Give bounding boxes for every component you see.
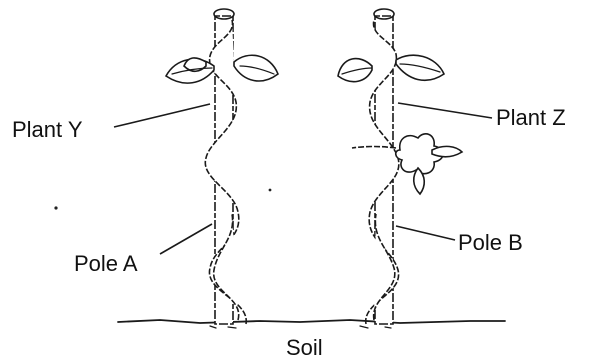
plant-y <box>166 20 278 324</box>
pole-b-label: Pole B <box>458 230 523 255</box>
plant-z <box>338 20 462 324</box>
plant-z-label: Plant Z <box>496 105 566 130</box>
soil-line <box>118 320 505 323</box>
plant-z-leaf-right <box>396 55 444 80</box>
pole-b-leader <box>396 226 455 240</box>
soil-texture <box>210 326 391 328</box>
plant-y-label: Plant Y <box>12 117 83 142</box>
pole-a-leader <box>160 224 212 254</box>
speck <box>54 206 57 209</box>
soil-label: Soil <box>286 335 323 360</box>
plant-y-leader <box>114 104 210 127</box>
plant-z-leader <box>398 103 492 118</box>
speck <box>269 189 272 192</box>
pole-a-label: Pole A <box>74 251 138 276</box>
